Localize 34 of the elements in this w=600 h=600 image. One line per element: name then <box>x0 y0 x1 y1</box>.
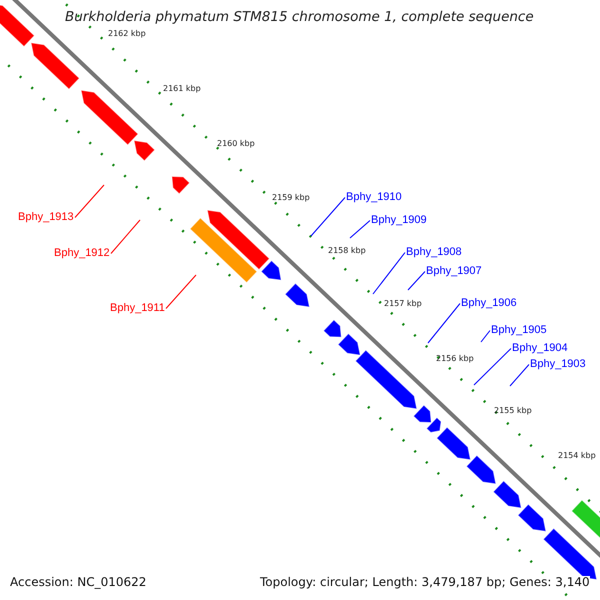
scale-label: 2157 kbp <box>384 300 422 308</box>
gene-label: Bphy_1904 <box>512 343 568 354</box>
scale-label: 2158 kbp <box>328 247 366 255</box>
leader-line <box>310 197 346 236</box>
leader-line <box>372 252 406 294</box>
gene-label: Bphy_1910 <box>346 192 402 203</box>
chart-title: Burkholderia phymatum STM815 chromosome 1, complete sequence <box>65 11 534 24</box>
gene-label: Bphy_1907 <box>426 266 482 277</box>
scale-label: 2159 kbp <box>272 194 310 202</box>
leader-line <box>428 303 460 344</box>
scale-label: 2154 kbp <box>558 452 596 460</box>
gene-label: Bphy_1903 <box>530 359 586 370</box>
leader-line <box>110 220 140 254</box>
gene-label: Bphy_1911 <box>110 303 165 314</box>
gene-label: Bphy_1913 <box>18 212 74 223</box>
gene-label: Bphy_1905 <box>491 325 547 336</box>
scale-label: 2155 kbp <box>494 407 532 415</box>
footer-text: Accession: NC_010622 <box>10 576 146 588</box>
scale-label: 2161 kbp <box>163 85 201 93</box>
leader-line <box>166 274 196 309</box>
gene-label: Bphy_1908 <box>406 247 462 258</box>
leader-line <box>350 220 370 238</box>
gene-label: Bphy_1909 <box>371 215 427 226</box>
gene-label: Bphy_1912 <box>54 248 110 259</box>
leader-line <box>510 364 530 386</box>
footer-text: Topology: circular; Length: 3,479,187 bp; Genes: 3,140 <box>260 576 590 588</box>
scale-label: 2160 kbp <box>217 140 255 148</box>
leader-line <box>474 348 512 386</box>
scale-label: 2156 kbp <box>436 355 474 363</box>
leader-line <box>480 330 490 342</box>
scale-label: 2162 kbp <box>108 30 146 38</box>
gene-label: Bphy_1906 <box>461 298 517 309</box>
leader-line <box>408 271 426 290</box>
leader-line <box>74 184 104 218</box>
